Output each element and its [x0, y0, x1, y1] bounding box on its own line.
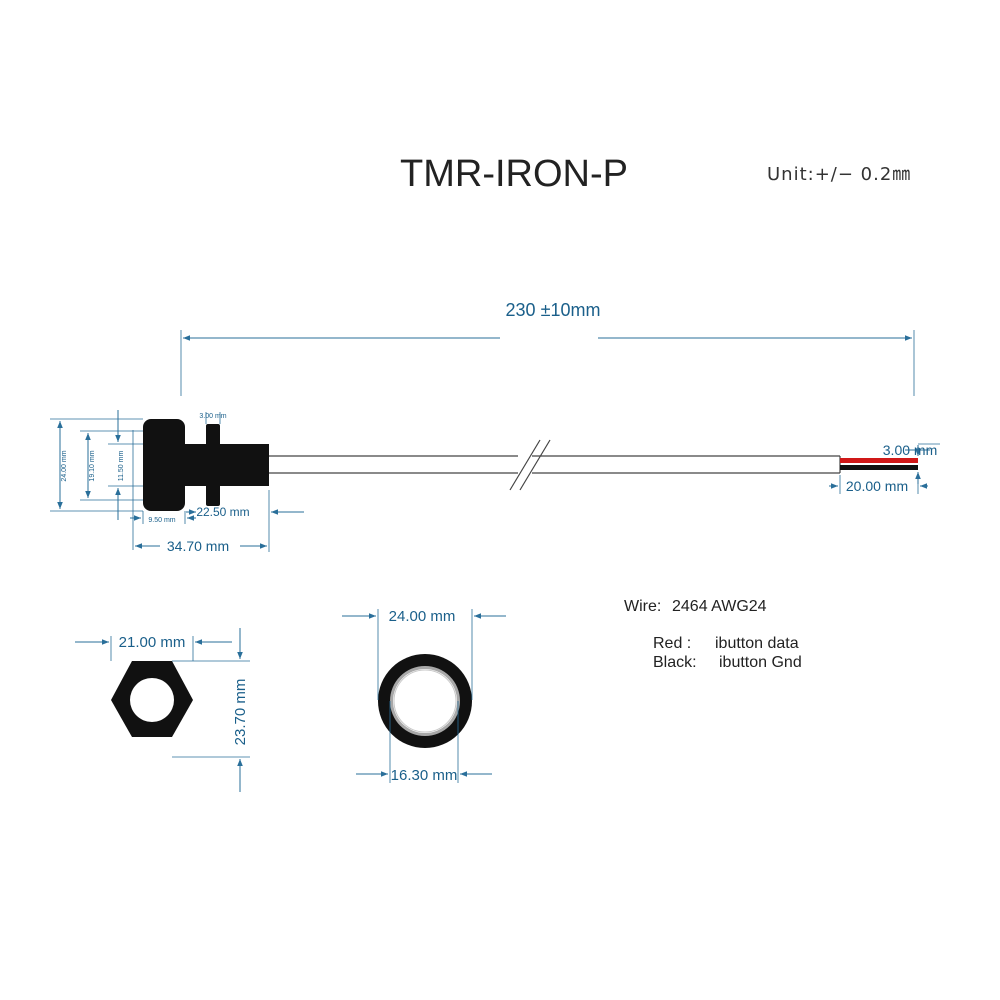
head-thickness-label: 9.50 mm — [148, 517, 175, 524]
black-label: Black: — [653, 654, 697, 671]
body-dia-label: 11.50 mm — [118, 451, 125, 482]
nut-view: 21.00 mm 23.70 mm — [75, 628, 250, 792]
wire-label: Wire: — [624, 598, 661, 615]
overall-length-label: 230 ±10mm — [506, 300, 601, 320]
inner-white-ring — [393, 669, 457, 733]
thread-dia-label: 19.10 mm — [89, 450, 96, 481]
nut-thickness-label: 3.00 mm — [199, 413, 226, 420]
red-label: Red : — [653, 635, 691, 652]
cable — [268, 439, 841, 491]
page-title: TMR-IRON-P — [400, 153, 628, 195]
unit-note: Unit:+/− 0.2㎜ — [767, 164, 911, 185]
wire-info: Wire: 2464 AWG24 Red : ibutton data Blac… — [624, 598, 802, 671]
body-length-label: 22.50 mm — [196, 505, 249, 519]
front-inner-dia-label: 16.30 mm — [391, 767, 458, 784]
strip-length-label: 20.00 mm — [846, 478, 908, 494]
front-outer-dia-label: 24.00 mm — [389, 608, 456, 625]
strip-dia-label: 3.00 mm — [883, 442, 937, 458]
black-desc: ibutton Gnd — [719, 654, 802, 671]
nut-flats-label: 21.00 mm — [119, 634, 186, 651]
total-length-label: 34.70 mm — [167, 538, 229, 554]
side-view: 230 ±10mm 24.00 mm 19.10 mm — [50, 300, 940, 554]
nut-hole — [130, 678, 174, 722]
red-wire — [840, 458, 918, 463]
wire-spec: 2464 AWG24 — [672, 598, 767, 615]
head-dia-label: 24.00 mm — [61, 450, 68, 481]
nut-corners-label: 23.70 mm — [232, 679, 249, 746]
front-view: 24.00 mm 16.30 mm — [342, 608, 506, 784]
connector-body — [143, 419, 269, 511]
red-desc: ibutton data — [715, 635, 799, 652]
black-wire — [840, 465, 918, 470]
